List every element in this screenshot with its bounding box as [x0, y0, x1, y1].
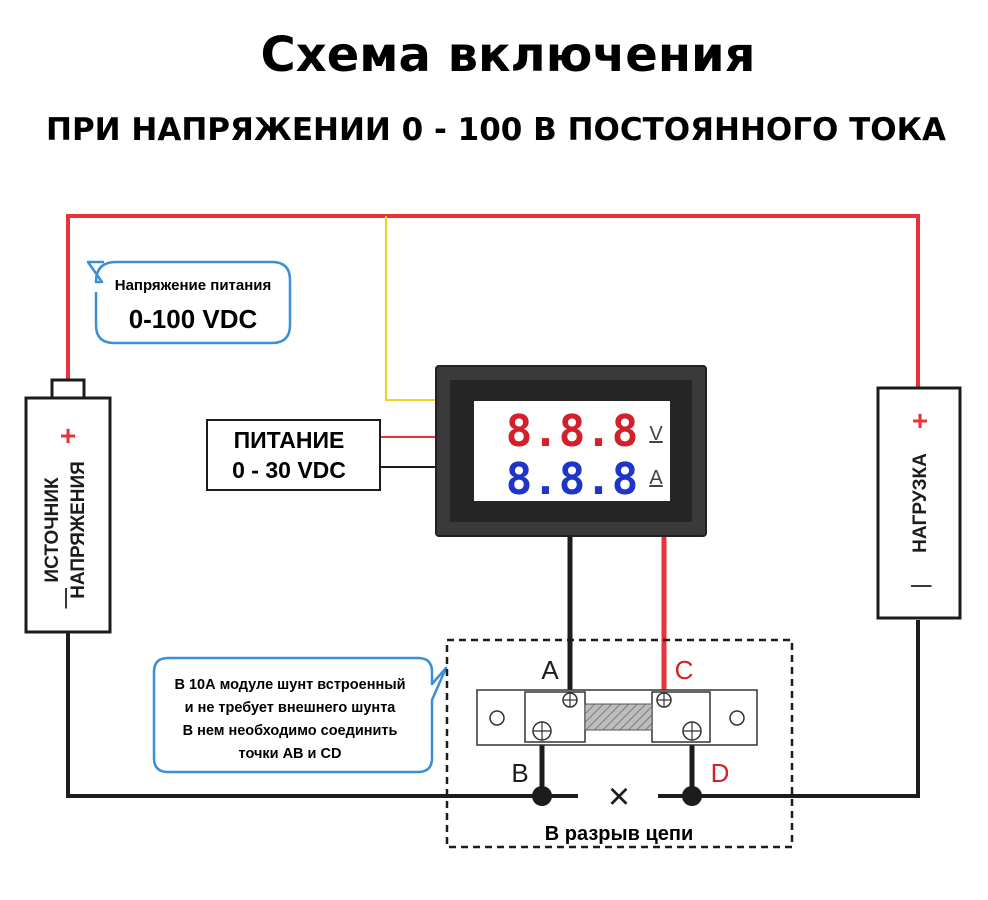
shunt-info-bubble: В 10А модуле шунт встроенный и не требуе… [152, 656, 448, 774]
voltage-unit: V [649, 423, 663, 445]
shunt-bubble-line2: и не требует внешнего шунта [185, 700, 397, 716]
current-unit: A [649, 467, 663, 489]
source-label-line1: ИСТОЧНИК [42, 477, 63, 583]
yellow-wire [385, 216, 440, 401]
power-box-line1: ПИТАНИЕ [234, 427, 345, 453]
source-plus-sign: + [60, 420, 76, 451]
supply-bubble-line1: Напряжение питания [115, 277, 272, 294]
junction-b [532, 786, 552, 806]
battery-body [24, 396, 112, 634]
load-body [876, 386, 962, 620]
point-c-label: C [675, 655, 694, 685]
shunt-mount-hole-right [729, 710, 745, 726]
load: + НАГРУЗКА | [876, 386, 962, 620]
power-box-line2: 0 - 30 VDC [232, 457, 346, 483]
shunt-resistive-element [584, 703, 653, 731]
shunt-bubble-line4: точки АВ и CD [239, 746, 342, 762]
screw-b [532, 721, 552, 741]
supply-voltage-bubble: Напряжение питания 0-100 VDC [86, 260, 292, 345]
current-readout: 8.8.8 [506, 454, 638, 505]
source-label-line2: НАПРЯЖЕНИЯ [68, 461, 89, 599]
break-label: В разрыв цепи [545, 823, 693, 845]
power-box-frame [206, 419, 381, 491]
load-minus-sign: | [907, 583, 932, 589]
point-a-label: A [541, 655, 559, 685]
red-wire-top [66, 214, 920, 390]
black-wire-left [66, 632, 578, 798]
voltage-readout: 8.8.8 [506, 406, 638, 457]
meter-power-box: ПИТАНИЕ 0 - 30 VDC [206, 419, 381, 491]
screw-c [656, 692, 672, 708]
load-plus-sign: + [912, 405, 928, 436]
diagram-title: Схема включения [261, 27, 756, 83]
point-b-label: B [511, 758, 528, 788]
shunt-mount-hole-left [489, 710, 505, 726]
shunt-bubble-outline [152, 656, 448, 774]
load-label: НАГРУЗКА [910, 453, 931, 553]
voltage-source: + ИСТОЧНИК НАПРЯЖЕНИЯ | [24, 378, 112, 634]
junction-d [682, 786, 702, 806]
source-minus-sign: | [63, 584, 69, 609]
break-mark: × [608, 776, 630, 818]
black-wire-right [658, 620, 920, 798]
screw-a [562, 692, 578, 708]
supply-bubble-outline [86, 260, 292, 345]
shunt-dashed-frame [445, 638, 794, 849]
diagram-subtitle: ПРИ НАПРЯЖЕНИИ 0 - 100 В ПОСТОЯННОГО ТОК… [46, 112, 946, 148]
meter-display [474, 401, 670, 501]
shunt-bubble-line1: В 10А модуле шунт встроенный [174, 677, 405, 693]
point-d-label: D [711, 758, 730, 788]
supply-bubble-line2: 0-100 VDC [129, 304, 258, 334]
shunt-bubble-line3: В нем необходимо соединить [183, 723, 398, 739]
screw-d [682, 721, 702, 741]
shunt-area: A C B D × В разрыв цепи [445, 638, 794, 849]
voltmeter-ammeter: 8.8.8 V 8.8.8 A [435, 365, 707, 537]
